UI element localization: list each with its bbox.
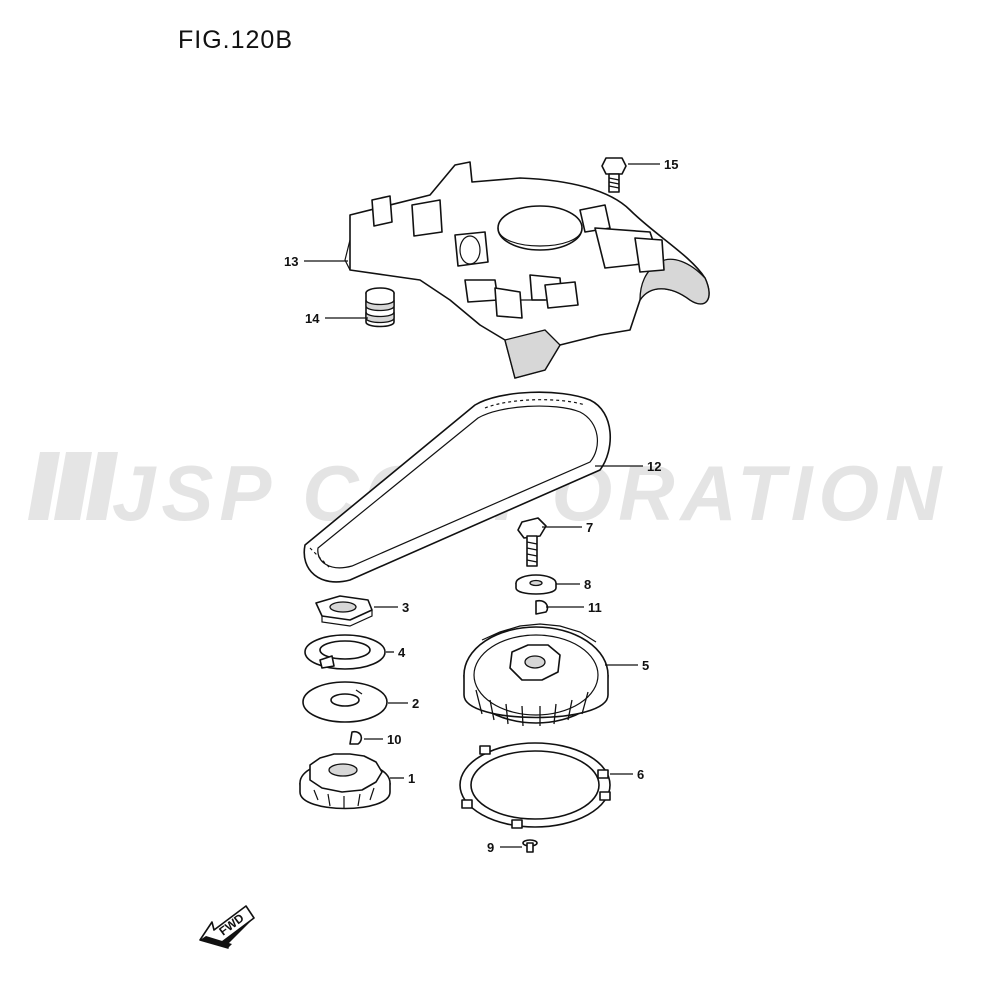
part-2-guide-plate	[302, 681, 388, 723]
part-11-key	[535, 599, 549, 615]
part-7-bolt	[517, 517, 547, 567]
callout-leaders	[304, 163, 660, 848]
callout-1: 1	[408, 771, 415, 786]
part-9-screw	[522, 839, 538, 853]
part-3-nut	[315, 595, 373, 627]
callout-3: 3	[402, 600, 409, 615]
callout-9: 9	[487, 840, 494, 855]
part-15-bolt	[601, 157, 627, 193]
part-12-timing-belt	[303, 391, 611, 583]
fwd-direction-arrow: FWD	[199, 905, 258, 949]
part-8-washer	[515, 574, 557, 595]
callout-14: 14	[305, 311, 320, 326]
callout-4: 4	[398, 645, 406, 660]
part-5-driven-pulley	[463, 623, 609, 727]
part-14-grommet	[365, 287, 395, 328]
part-6-ring-plate	[459, 742, 611, 829]
part-13-belt-cover	[344, 161, 710, 379]
callout-10: 10	[387, 732, 401, 747]
callout-2: 2	[412, 696, 419, 711]
callout-labels: 15 13 14 12 7 8 11 3 4 5 2 6 10 1 9	[284, 157, 678, 855]
callout-5: 5	[642, 658, 649, 673]
callout-15: 15	[664, 157, 678, 172]
part-1-drive-pulley	[299, 753, 391, 810]
callout-12: 12	[647, 459, 661, 474]
callout-11: 11	[588, 600, 602, 615]
callout-13: 13	[284, 254, 298, 269]
callout-6: 6	[637, 767, 644, 782]
callout-7: 7	[586, 520, 593, 535]
part-4-plate	[304, 634, 386, 670]
callout-8: 8	[584, 577, 591, 592]
figure-title: FIG.120B	[178, 26, 293, 54]
part-10-key	[349, 730, 363, 745]
